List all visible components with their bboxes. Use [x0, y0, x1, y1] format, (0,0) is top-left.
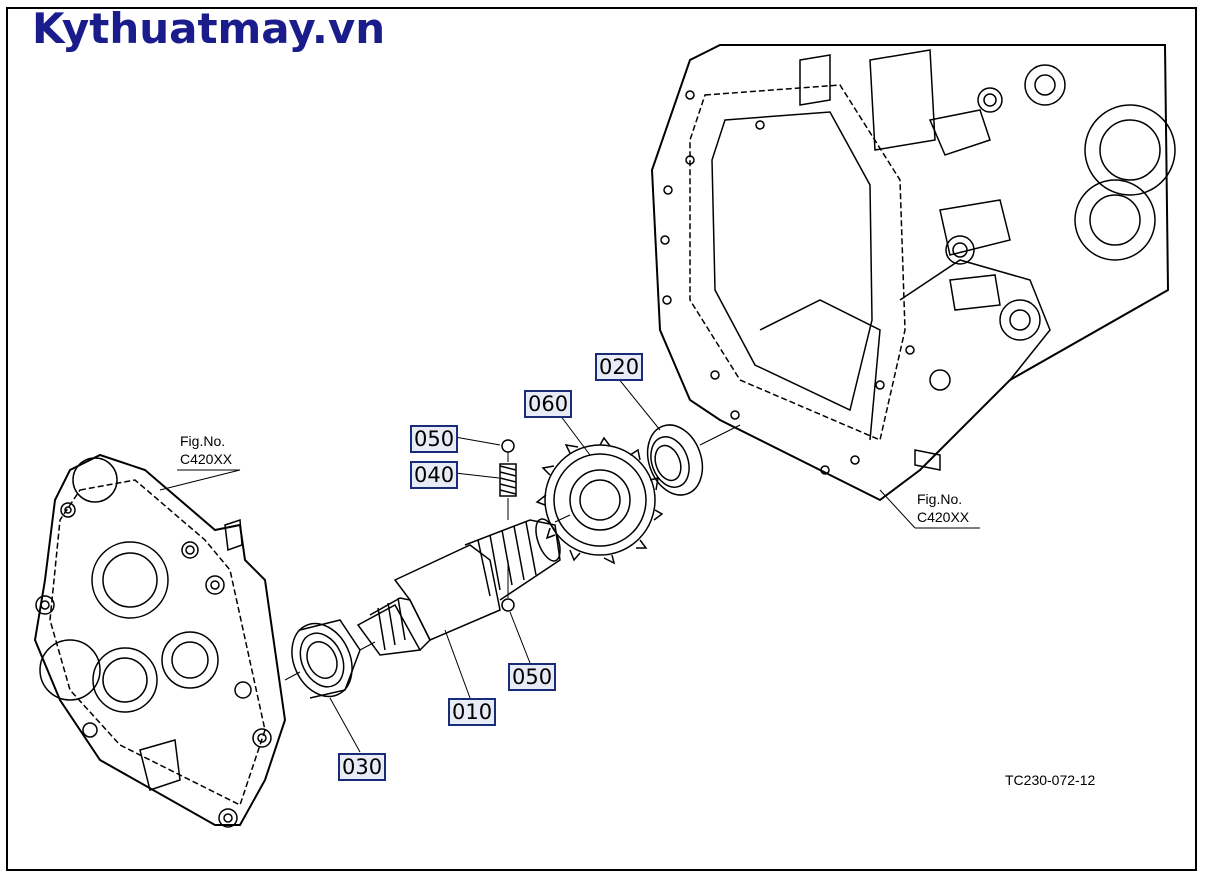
callout-050-bottom[interactable]: 050 — [508, 663, 557, 691]
ball-050-bottom — [501, 598, 515, 612]
transmission-cover-left — [33, 453, 287, 828]
figure-ref-right: Fig.No. C420XX — [917, 490, 969, 526]
callout-020[interactable]: 020 — [595, 353, 644, 381]
figure-ref-left-line2: C420XX — [180, 451, 233, 467]
callout-040[interactable]: 040 — [410, 461, 459, 489]
gear-060 — [535, 436, 664, 565]
drawing-frame — [6, 7, 1197, 871]
figure-ref-right-line2: C420XX — [917, 509, 970, 525]
figure-ref-left: Fig.No. C420XX — [180, 432, 232, 468]
drawing-code: TC230-072-12 — [1005, 772, 1096, 788]
callout-050-top[interactable]: 050 — [410, 425, 459, 453]
callout-030[interactable]: 030 — [338, 753, 387, 781]
bearing-030 — [291, 619, 361, 699]
site-logo-text: Kythuatmay.vn — [32, 4, 386, 53]
callout-010[interactable]: 010 — [448, 698, 497, 726]
spring-040 — [499, 463, 517, 497]
callout-060[interactable]: 060 — [524, 390, 573, 418]
shaft-010 — [356, 518, 561, 656]
figure-ref-left-line1: Fig.No. — [180, 433, 226, 449]
ball-050-top — [501, 439, 515, 453]
figure-ref-right-line1: Fig.No. — [917, 491, 963, 507]
transmission-case-right — [650, 44, 1176, 502]
bearing-020 — [646, 424, 704, 496]
